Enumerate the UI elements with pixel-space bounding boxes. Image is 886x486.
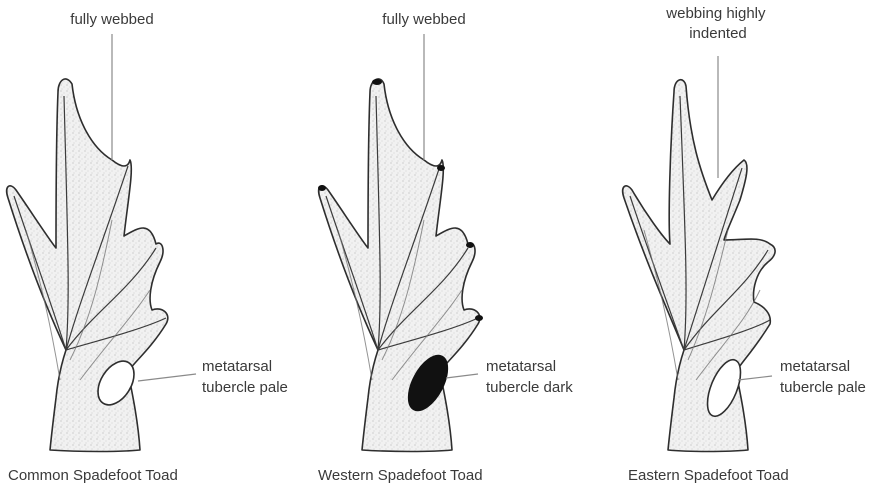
western-webbing-label-line-1: fully webbed [382,11,465,28]
eastern-tubercle-label-line-2: tubercle pale [780,379,866,396]
eastern-tubercle-label-line-1: metatarsal [780,358,850,375]
common-webbing-label-line-1: fully webbed [70,11,153,28]
common-tubercle-leader [138,374,196,381]
western-tubercle-label-line-1: metatarsal [486,358,556,375]
eastern-caption: Eastern Spadefoot Toad [628,467,789,484]
western-tubercle-label: metatarsal tubercle dark [486,358,573,396]
common-webbing-label: fully webbed [70,11,153,28]
common-caption: Common Spadefoot Toad [8,467,178,484]
eastern-foot-drawing [623,80,775,452]
western-toe-tip [372,79,382,85]
western-caption: Western Spadefoot Toad [318,467,483,484]
western-toe-tip [437,165,445,171]
eastern-tubercle-leader [738,376,772,380]
western-toe-tip [466,242,474,248]
eastern-tubercle-label: metatarsal tubercle pale [780,358,866,396]
panel-common-spadefoot: fully webbed metatarsal tubercle pale Co… [7,11,288,484]
common-tubercle-label-line-1: metatarsal [202,358,272,375]
eastern-webbing-label: webbing highly indented [665,5,769,42]
common-tubercle-label: metatarsal tubercle pale [202,358,288,396]
panel-western-spadefoot: fully webbed metatarsal tubercle dark We… [318,11,573,484]
common-tubercle-label-line-2: tubercle pale [202,379,288,396]
panel-eastern-spadefoot: webbing highly indented metatarsal tuber… [623,5,866,484]
western-webbing-label: fully webbed [382,11,465,28]
western-toe-tip [318,185,326,191]
eastern-webbing-label-line-2: indented [689,25,747,42]
eastern-webbing-label-line-1: webbing highly [665,5,766,22]
western-tubercle-label-line-2: tubercle dark [486,379,573,396]
western-toe-tip [475,315,483,321]
western-tubercle-leader [446,374,478,378]
